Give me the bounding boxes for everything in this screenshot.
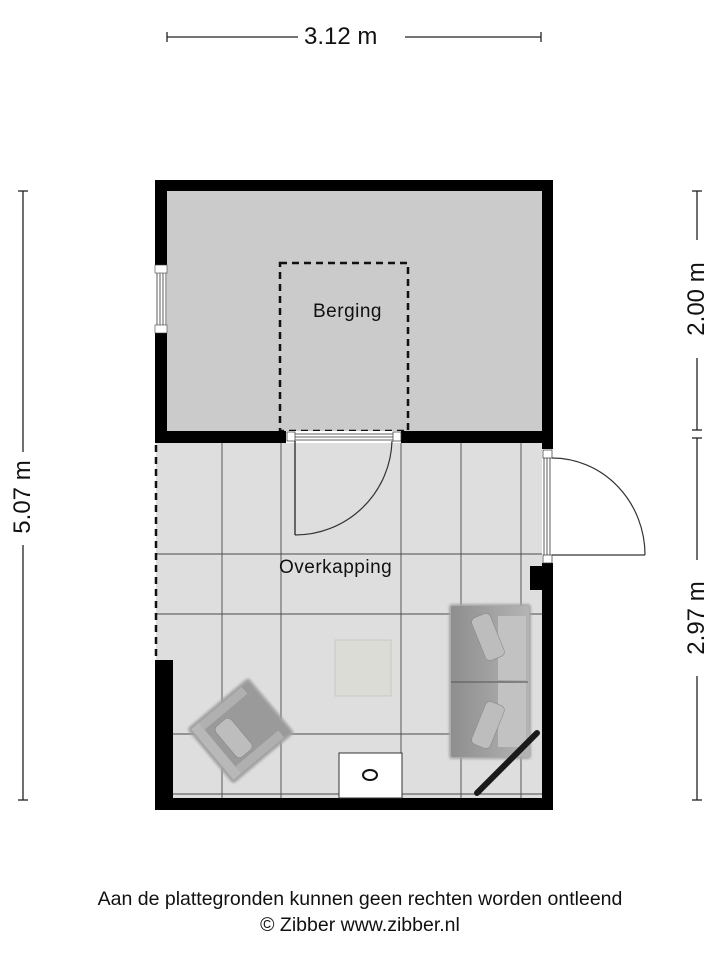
dimension-right-upper-label: 2.00 m — [683, 258, 710, 340]
window-berging-left — [154, 264, 168, 334]
room-label-overkapping: Overkapping — [279, 557, 393, 578]
room-label-berging: Berging — [313, 301, 382, 322]
dimension-left-label: 5.07 m — [9, 456, 36, 538]
sink-cabinet — [338, 752, 403, 799]
coffee-table — [334, 639, 392, 697]
dimension-top — [166, 32, 542, 42]
dimension-right-lower-label: 2.97 m — [683, 577, 710, 659]
door-right-exterior — [542, 449, 646, 564]
armchair — [188, 678, 294, 783]
door-berging — [286, 431, 402, 536]
dimension-left — [18, 190, 28, 801]
berging-floor — [167, 191, 542, 432]
tv-stand — [474, 730, 540, 796]
walls — [155, 180, 553, 810]
dimension-right — [692, 190, 702, 801]
footer-copyright: © Zibber www.zibber.nl — [260, 914, 460, 936]
sofa — [449, 604, 531, 759]
footer-disclaimer: Aan de plattegronden kunnen geen rechten… — [97, 888, 623, 910]
dimension-top-label: 3.12 m — [300, 25, 382, 49]
